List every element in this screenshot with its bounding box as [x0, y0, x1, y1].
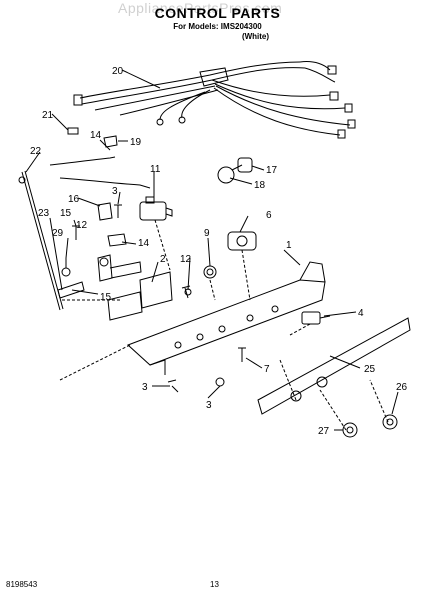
watermark: AppliancePartsPros.com	[118, 0, 283, 16]
screw-3-lower-part	[167, 379, 179, 393]
knob-26-part	[382, 414, 398, 430]
control-6-part	[227, 231, 257, 251]
callout-1: 1	[286, 240, 292, 251]
bracket-18-part	[97, 202, 113, 221]
callout-18: 16	[68, 194, 80, 205]
knob-8-part	[203, 265, 217, 279]
callout-21: 19	[130, 137, 142, 148]
assembly-leaders	[59, 219, 389, 431]
screw-3-part	[114, 204, 122, 218]
page-number: 13	[210, 580, 219, 589]
callout-leaders	[25, 69, 399, 431]
callout-6: 6	[266, 210, 272, 221]
callout-11: 12	[76, 220, 88, 231]
color-line: (White)	[241, 32, 270, 41]
callout-16: 15	[60, 208, 72, 219]
callout-12: 14	[138, 238, 150, 249]
document-number: 8198543	[6, 580, 38, 589]
callout-10: 12	[180, 254, 192, 265]
clip-12-part	[107, 233, 127, 247]
switch-4-part	[301, 311, 331, 325]
callout-3-upper: 3	[112, 186, 118, 197]
models-line: For Models: IMS204300	[173, 22, 262, 31]
callout-3-left: 3	[142, 382, 148, 393]
callout-19: 18	[254, 180, 266, 191]
page-title: CONTROL PARTS	[154, 5, 281, 21]
connector-21-part	[103, 135, 118, 148]
rod-23-part	[21, 170, 64, 311]
callout-17: 17	[266, 165, 278, 176]
mount-15-part	[57, 281, 85, 299]
callout-15: 15	[100, 292, 112, 303]
screw-7-part	[238, 347, 246, 362]
callout-9: 11	[150, 164, 161, 175]
callout-27: 27	[318, 426, 330, 437]
callout-2: 2	[160, 254, 166, 265]
wire-harness-part	[73, 61, 356, 139]
control-housing-1-part	[127, 261, 326, 375]
callout-23: 22	[30, 146, 42, 157]
connector-22-part	[67, 127, 79, 135]
knob-27-part	[342, 422, 358, 438]
callout-25: 25	[364, 364, 376, 375]
callout-7: 7	[264, 364, 270, 375]
callout-22: 21	[42, 110, 54, 121]
callout-8: 9	[204, 228, 210, 239]
switch-9-part	[139, 196, 173, 221]
thermostat-11-part	[97, 254, 142, 282]
wire-14-part	[49, 156, 116, 166]
callout-29: 29	[52, 228, 64, 239]
callout-14: 14	[90, 130, 102, 141]
callout-24: 23	[38, 208, 50, 219]
callout-4: 4	[358, 308, 364, 319]
lamp-19-part	[217, 164, 243, 184]
screw-10-part	[181, 285, 191, 299]
callout-20: 20	[112, 66, 124, 77]
callout-26: 26	[396, 382, 408, 393]
lamp-socket-17-part	[237, 157, 253, 173]
callout-3-bottom: 3	[206, 400, 212, 411]
control-panel-25-part	[257, 317, 411, 415]
bracket-2-part	[139, 271, 173, 309]
